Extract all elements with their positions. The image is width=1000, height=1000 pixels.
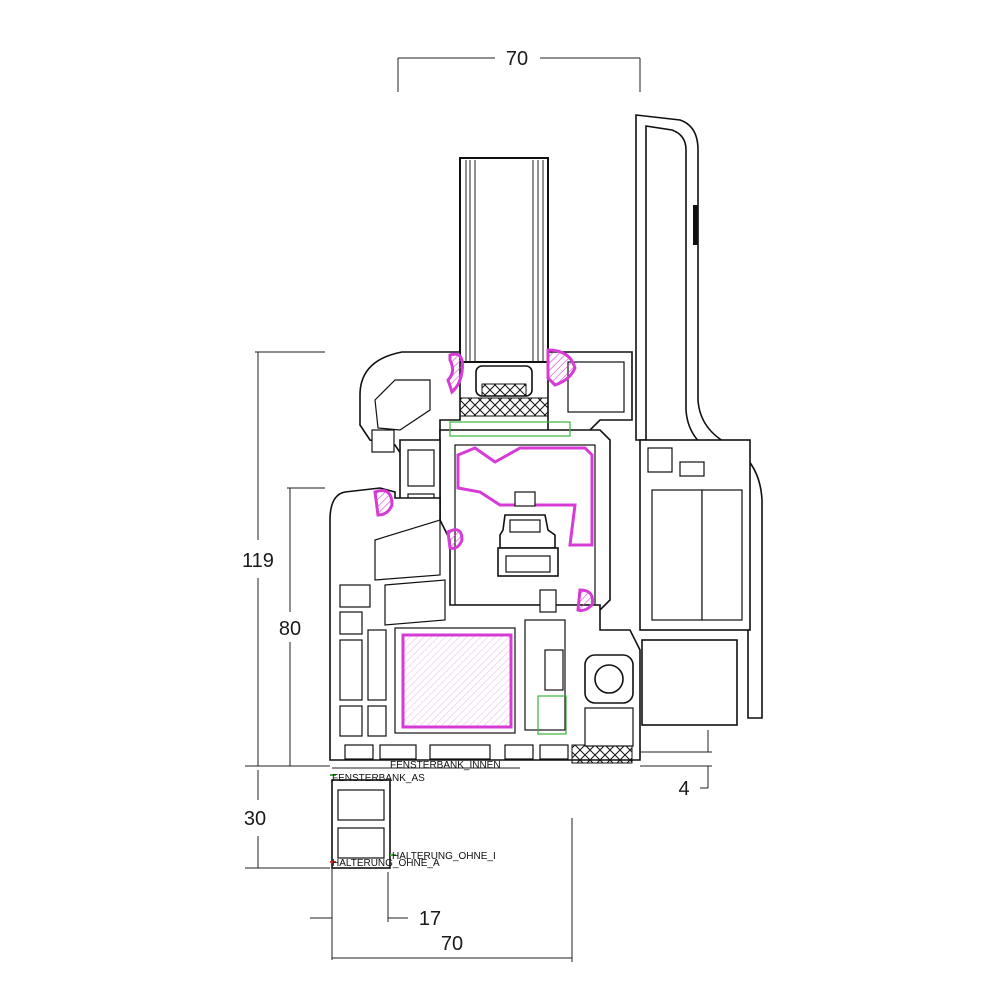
dimension-sill-height-label: 30 — [244, 808, 266, 830]
dimension-top-width: 70 — [397, 48, 641, 92]
dimension-frame-height-label: 80 — [279, 618, 301, 640]
label-fensterbank-innen: FENSTERBANK_INNEN — [390, 760, 501, 771]
green-block-sash — [449, 421, 571, 437]
dimension-total-height-label: 119 — [242, 550, 274, 572]
gaskets — [373, 348, 594, 612]
sill-holder — [331, 767, 520, 869]
dimension-sill-height: 30 — [244, 765, 330, 869]
dimension-bottom-width: 70 — [332, 818, 573, 962]
dimension-bottom-offset-label: 17 — [419, 908, 441, 930]
dimension-total-height: 119 — [242, 351, 325, 766]
hinge-assembly — [584, 439, 751, 747]
label-halterung-ohne-i: HALTERUNG_OHNE_I — [392, 851, 496, 862]
dimension-bottom-width-label: 70 — [441, 933, 463, 955]
dimension-frame-height: 80 — [279, 487, 325, 766]
glazing-unit — [459, 157, 549, 417]
dimension-top-width-label: 70 — [506, 48, 528, 70]
sash-steel-reinforcement — [456, 446, 594, 547]
dimension-bottom-offset: 17 — [310, 868, 441, 960]
hardware-fitting — [497, 491, 559, 613]
frame-steel-hatch — [403, 635, 511, 727]
label-halterung-ohne-a: HALTERUNG_OHNE_A — [332, 858, 440, 869]
label-fensterbank-as: FENSTERBANK_AS — [332, 773, 425, 784]
dimension-right-offset-label: 4 — [678, 778, 689, 800]
dimension-right-offset: 4 — [640, 730, 712, 800]
green-block-frame — [537, 695, 567, 735]
